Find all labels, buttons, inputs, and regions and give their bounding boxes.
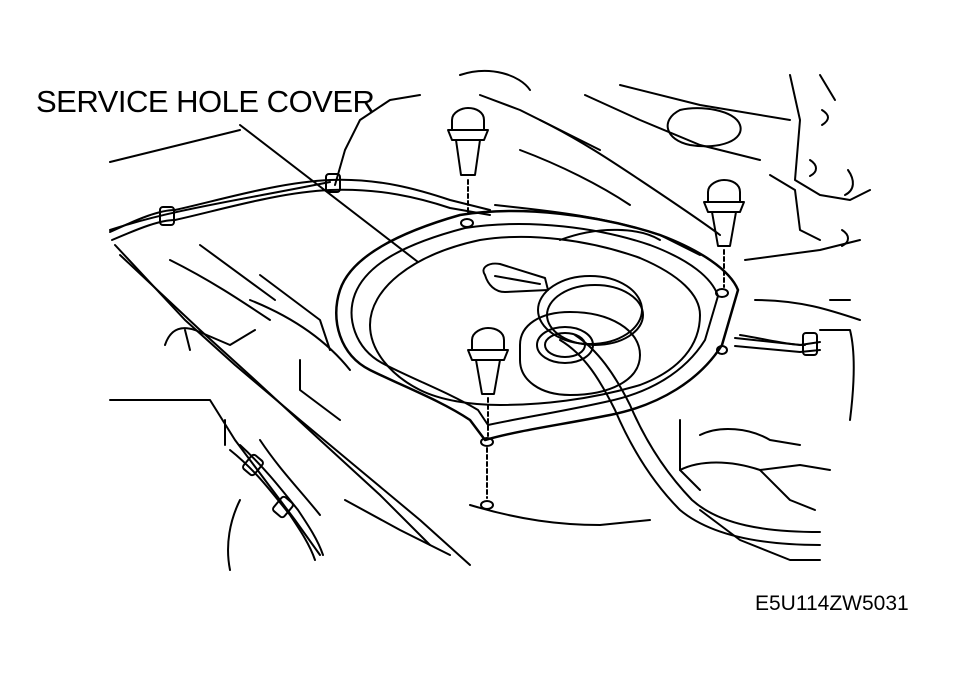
figure-id: E5U114ZW5031 [755, 592, 909, 615]
clip-right [704, 180, 744, 287]
floor-panel-background [110, 71, 870, 570]
clip-bottom [468, 328, 508, 498]
callout-leader-line [240, 125, 418, 262]
service-hole-cover [336, 211, 738, 440]
clip-top [448, 108, 488, 215]
wire-harness [110, 174, 820, 560]
mounting-hole [717, 346, 727, 354]
mounting-holes [461, 219, 728, 509]
mounting-hole [481, 501, 493, 509]
mounting-hole [481, 438, 493, 446]
mounting-hole [716, 289, 728, 297]
mounting-hole [461, 219, 473, 227]
hose [560, 335, 820, 545]
service-hole-cover-label: SERVICE HOLE COVER [36, 84, 375, 119]
